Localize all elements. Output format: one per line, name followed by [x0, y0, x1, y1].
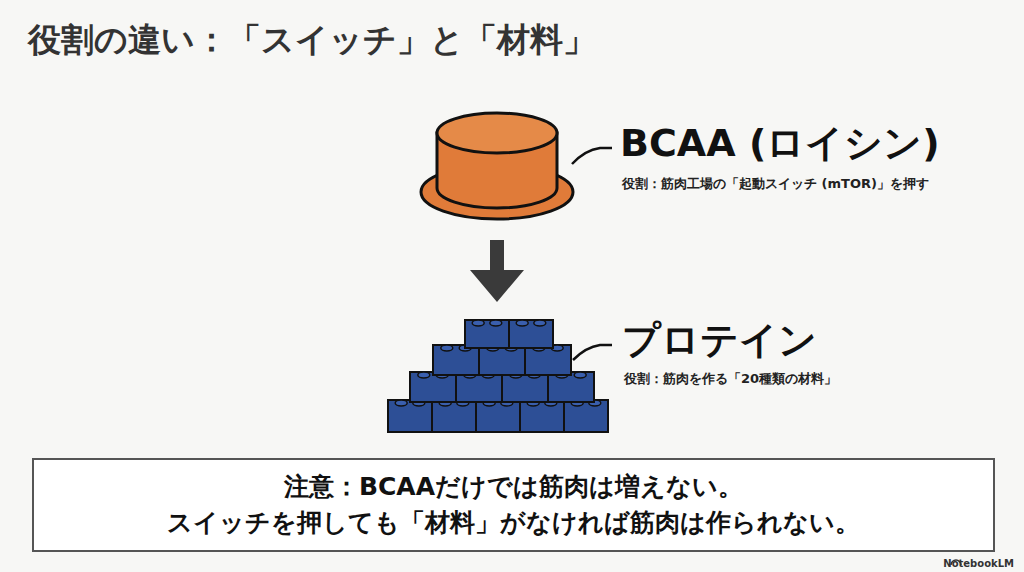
node-heading: プロテイン [622, 320, 817, 362]
switch-node: BCAA (ロイシン) 役割：筋肉工場の「起動スイッチ (mTOR)」を押す [430, 105, 1000, 230]
brick [456, 372, 502, 402]
flow-arrow [470, 240, 524, 302]
node-heading: BCAA (ロイシン) [620, 123, 940, 165]
brick-stud [395, 400, 407, 406]
brick [564, 400, 608, 432]
brick [465, 320, 509, 348]
material-node: プロテイン役割：筋肉を作る「20種類の材料」 [385, 312, 1000, 437]
brick [388, 400, 432, 432]
leader-line [572, 148, 612, 164]
brick [479, 345, 525, 375]
brick [502, 372, 548, 402]
title: 役割の違い：「スイッチ」と「材料」 [28, 18, 596, 63]
brick-stud [441, 345, 453, 351]
brick-stud [574, 372, 586, 378]
button-top [437, 113, 557, 153]
node-text: 役割：筋肉を作る「20種類の材料」 [624, 370, 837, 388]
brick [410, 372, 456, 402]
leader-line [573, 345, 612, 360]
brick-stud [472, 320, 484, 326]
note-box: 注意：BCAAだけでは筋肉は増えない。スイッチを押しても「材料」がなければ筋肉は… [32, 458, 995, 552]
brick [433, 345, 479, 375]
brick [548, 372, 594, 402]
node-text: 役割：筋肉工場の「起動スイッチ (mTOR)」を押す [622, 175, 929, 193]
brick-stud [516, 320, 528, 326]
brick [476, 400, 520, 432]
switch-button [421, 113, 573, 219]
brick [432, 400, 476, 432]
brick-stud [534, 320, 546, 326]
brick [509, 320, 553, 348]
brick-stud [418, 372, 430, 378]
brick-pile [388, 320, 608, 432]
watermark: NotebookLM [943, 558, 1014, 569]
node-text: 注意：BCAAだけでは筋肉は増えない。 [284, 469, 743, 505]
brick [525, 345, 571, 375]
brick [520, 400, 564, 432]
brick-stud [490, 320, 502, 326]
node-text: スイッチを押しても「材料」がなければ筋肉は作られない。 [167, 505, 860, 541]
